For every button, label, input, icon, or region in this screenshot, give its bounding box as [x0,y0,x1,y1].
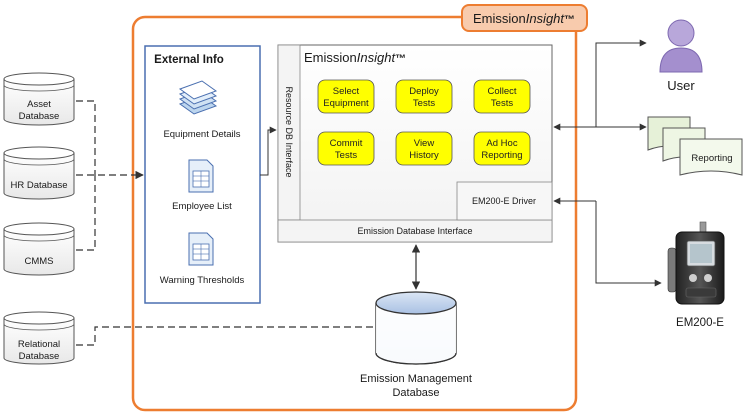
svg-text:Asset: Asset [27,99,51,110]
deploy-tests-button[interactable]: Deploy Tests [395,79,453,114]
svg-text:Equipment: Equipment [323,98,369,109]
svg-text:Database: Database [19,351,60,362]
system-badge: EmissionInsight™ [461,4,588,32]
svg-text:Deploy: Deploy [409,86,439,97]
ad-hoc-reporting-button[interactable]: Ad Hoc Reporting [473,131,531,166]
spreadsheet-icon [188,232,214,266]
user-icon [659,19,703,73]
svg-text:View: View [414,138,435,149]
svg-text:Tests: Tests [491,98,513,109]
cmms-cylinder: CMMS [3,222,75,276]
badge-suffix: Insight [526,11,566,26]
left-db-connectors [76,100,373,346]
commit-tests-button[interactable]: Commit Tests [317,131,375,166]
reporting-label: Reporting [691,153,732,164]
app-panel-title: EmissionInsight™ [304,50,406,65]
right-connectors [553,39,662,287]
resource-db-interface-label: Resource DB Interface [284,86,294,177]
documents-icon [647,116,743,176]
badge-prefix: Emission [473,11,526,26]
employee-list-label: Employee List [172,201,232,212]
svg-text:Database: Database [392,387,439,399]
emissioninsight-frame [131,15,578,412]
svg-text:Emission Management: Emission Management [360,373,472,385]
hr-database-cylinder: HR Database [3,146,75,200]
svg-text:Tests: Tests [335,150,357,161]
equipment-details-label: Equipment Details [163,129,240,140]
svg-text:Commit: Commit [330,138,363,149]
warning-thresholds-label: Warning Thresholds [160,275,245,286]
relational-database-cylinder: Relational Database [3,311,75,365]
svg-text:HR Database: HR Database [10,180,67,191]
external-to-app-connector [260,126,277,176]
svg-text:Ad Hoc: Ad Hoc [486,138,517,149]
gas-analyzer-device-icon [667,221,725,305]
svg-text:Select: Select [333,86,360,97]
svg-text:History: History [409,150,439,161]
app-panel: Resource DB Interface Emission Database … [277,44,553,243]
svg-text:CMMS: CMMS [24,256,53,267]
select-equipment-button[interactable]: Select Equipment [317,79,375,114]
collect-tests-button[interactable]: Collect Tests [473,79,531,114]
external-info-title: External Info [154,54,224,66]
svg-text:Tests: Tests [413,98,435,109]
stacked-documents-icon [178,80,218,115]
external-info-panel: External Info Equipment Details Employee… [144,45,261,304]
device-label: EM200-E [676,317,724,329]
svg-text:Relational: Relational [18,339,60,350]
asset-database-cylinder: Asset Database [3,72,75,126]
svg-text:EmissionInsight™: EmissionInsight™ [473,11,575,26]
emission-db-interface-label: Emission Database Interface [357,226,472,236]
em200-driver-label: EM200-E Driver [472,196,536,206]
svg-text:Collect: Collect [487,86,516,97]
svg-text:Database: Database [19,111,60,122]
spreadsheet-icon [188,159,214,193]
user-label: User [667,78,695,93]
emission-management-database: Emission Management Database [360,291,472,399]
view-history-button[interactable]: View History [395,131,453,166]
badge-mark: ™ [564,14,575,26]
svg-text:Reporting: Reporting [481,150,522,161]
